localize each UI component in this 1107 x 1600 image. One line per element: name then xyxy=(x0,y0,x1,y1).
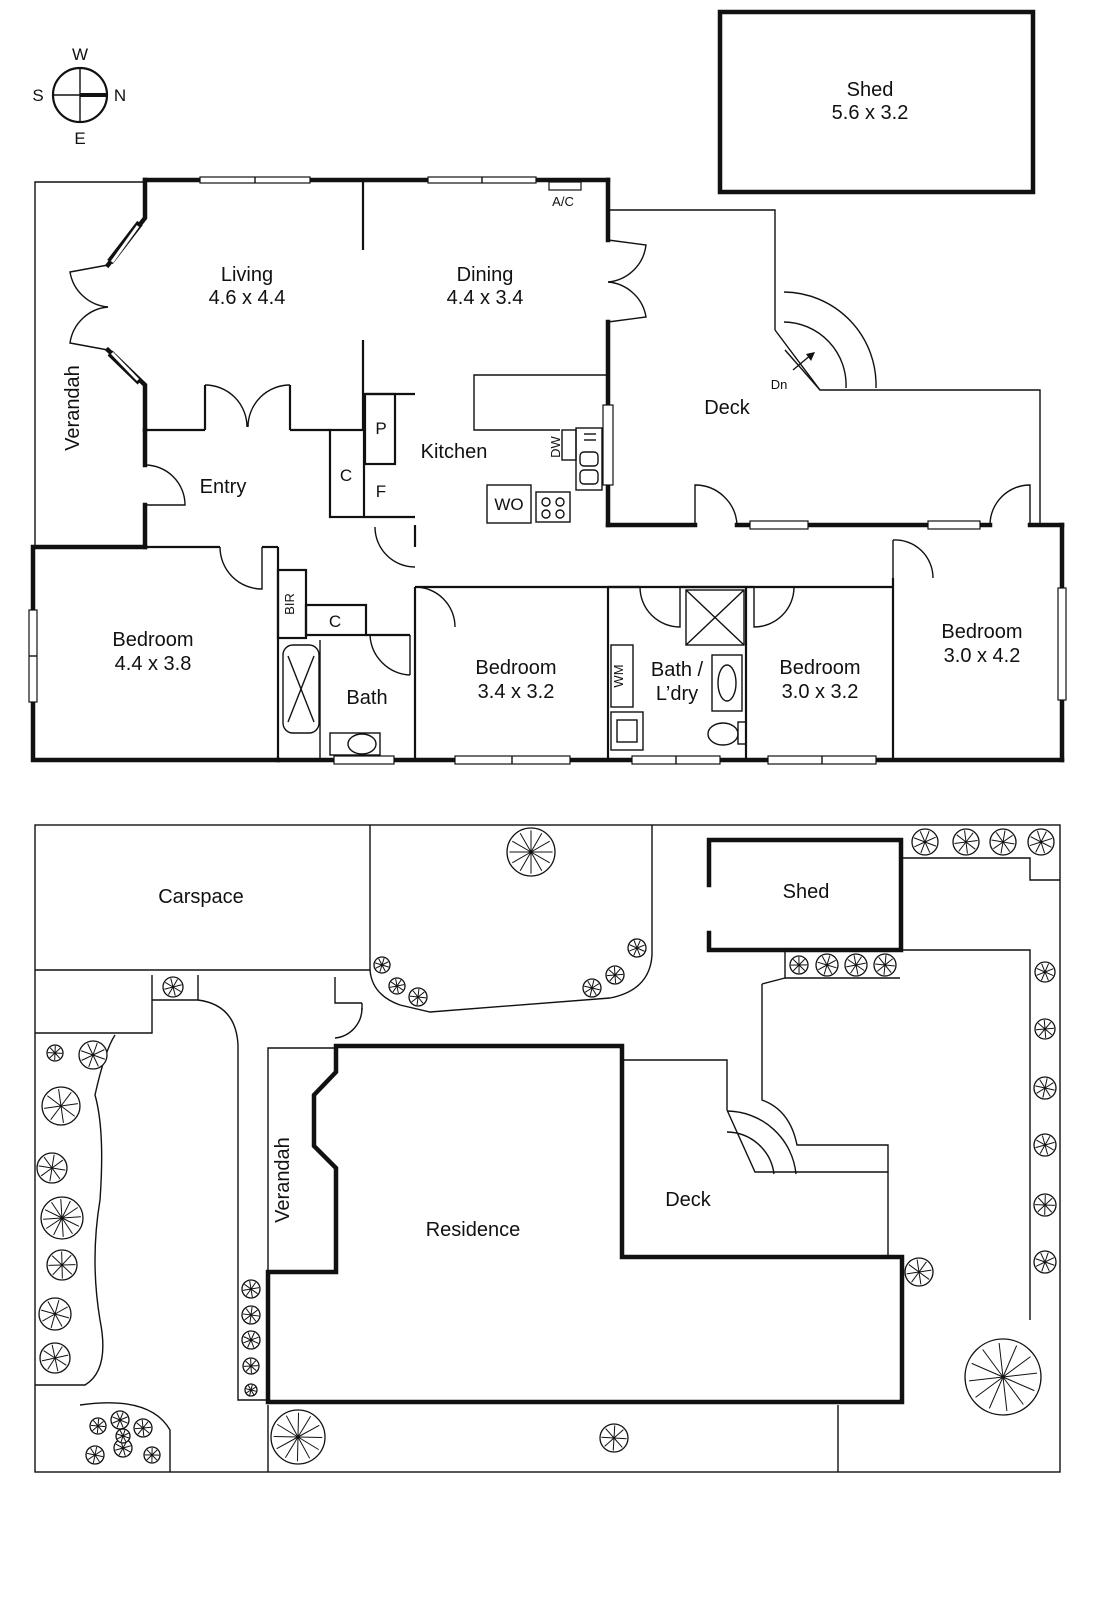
residence-label: Residence xyxy=(426,1219,521,1241)
shed-size: 5.6 x 3.2 xyxy=(832,102,909,124)
tree-icon xyxy=(85,1445,105,1465)
tree-icon xyxy=(904,1257,934,1287)
tree-icon xyxy=(78,1040,108,1070)
bath-laundry-line1: Bath / xyxy=(651,659,704,681)
fridge-label: F xyxy=(376,482,386,501)
tree-icon xyxy=(408,987,428,1007)
bedroom1-size: 4.4 x 3.8 xyxy=(115,653,192,675)
tree-icon xyxy=(38,1297,72,1331)
bath-laundry-line2: L’dry xyxy=(656,683,698,705)
bath-name: Bath xyxy=(346,687,387,709)
tree-icon xyxy=(911,828,939,856)
tree-icon xyxy=(241,1279,261,1299)
ac-label: A/C xyxy=(552,194,574,209)
tree-icon xyxy=(1027,828,1055,856)
tree-icon xyxy=(1033,1133,1057,1157)
compass-n: N xyxy=(114,86,126,105)
tree-icon xyxy=(1033,1076,1057,1100)
tree-icon xyxy=(41,1086,81,1126)
wm-label: WM xyxy=(611,664,626,687)
bir-label: BIR xyxy=(282,593,297,615)
dw-label: DW xyxy=(548,435,563,457)
compass-s: S xyxy=(32,86,43,105)
tree-icon xyxy=(244,1383,258,1397)
tree-icon xyxy=(582,978,602,998)
site-shed-label: Shed xyxy=(783,881,830,903)
tree-icon xyxy=(40,1196,84,1240)
tree-icon xyxy=(36,1152,68,1184)
living-size: 4.6 x 4.4 xyxy=(209,287,286,309)
kitchen-name: Kitchen xyxy=(421,441,488,463)
bedroom1-name: Bedroom xyxy=(112,629,193,651)
tree-icon xyxy=(1033,1193,1057,1217)
site-trees xyxy=(36,827,1057,1465)
tree-icon xyxy=(844,953,868,977)
shed-outline: Shed 5.6 x 3.2 xyxy=(717,9,1036,195)
tree-icon xyxy=(1034,961,1056,983)
tree-icon xyxy=(46,1044,64,1062)
wo-label: WO xyxy=(494,495,523,514)
tree-icon xyxy=(143,1446,161,1464)
bedroom4-size: 3.0 x 4.2 xyxy=(944,645,1021,667)
entry-name: Entry xyxy=(200,476,247,498)
tree-icon xyxy=(989,828,1017,856)
tree-icon xyxy=(388,977,406,995)
verandah-name: Verandah xyxy=(62,365,84,451)
tree-icon xyxy=(1033,1250,1057,1274)
tree-icon xyxy=(627,938,647,958)
tree-icon xyxy=(115,1428,131,1444)
compass-w: W xyxy=(72,45,88,64)
cupboard2-label: C xyxy=(329,612,341,631)
bedroom3-name: Bedroom xyxy=(779,657,860,679)
site-verandah-label: Verandah xyxy=(272,1137,294,1223)
carspace-label: Carspace xyxy=(158,886,244,908)
dining-name: Dining xyxy=(457,264,514,286)
house-floor-plan: A/C C P F xyxy=(28,176,1067,765)
tree-icon xyxy=(242,1357,260,1375)
tree-icon xyxy=(605,965,625,985)
bedroom2-name: Bedroom xyxy=(475,657,556,679)
tree-icon xyxy=(241,1305,261,1325)
bedroom2-size: 3.4 x 3.2 xyxy=(478,681,555,703)
deck-name: Deck xyxy=(704,397,751,419)
tree-icon xyxy=(89,1417,107,1435)
tree-icon xyxy=(270,1409,326,1465)
tree-icon xyxy=(873,953,897,977)
tree-icon xyxy=(789,955,809,975)
tree-icon xyxy=(46,1249,78,1281)
compass-e: E xyxy=(74,129,85,148)
bedroom3-size: 3.0 x 3.2 xyxy=(782,681,859,703)
tree-icon xyxy=(952,828,980,856)
tree-icon xyxy=(1034,1018,1056,1040)
compass: W S N E xyxy=(32,45,126,148)
cupboard-label: C xyxy=(340,466,352,485)
pantry-label: P xyxy=(375,419,386,438)
tree-icon xyxy=(506,827,556,877)
dining-size: 4.4 x 3.4 xyxy=(447,287,524,309)
tree-icon xyxy=(964,1338,1042,1416)
tree-icon xyxy=(39,1342,71,1374)
tree-icon xyxy=(133,1418,153,1438)
site-deck-label: Deck xyxy=(665,1189,712,1211)
site-plan: Carspace Verandah Residence Deck Shed xyxy=(34,824,1061,1473)
shed-name: Shed xyxy=(847,79,894,101)
bedroom4-name: Bedroom xyxy=(941,621,1022,643)
tree-icon xyxy=(599,1423,629,1453)
living-name: Living xyxy=(221,264,273,286)
tree-icon xyxy=(373,956,391,974)
tree-icon xyxy=(162,976,184,998)
tree-icon xyxy=(110,1410,130,1430)
tree-icon xyxy=(113,1438,133,1458)
tree-icon xyxy=(815,953,839,977)
tree-icon xyxy=(241,1330,261,1350)
stairs-label: Dn xyxy=(771,377,788,392)
